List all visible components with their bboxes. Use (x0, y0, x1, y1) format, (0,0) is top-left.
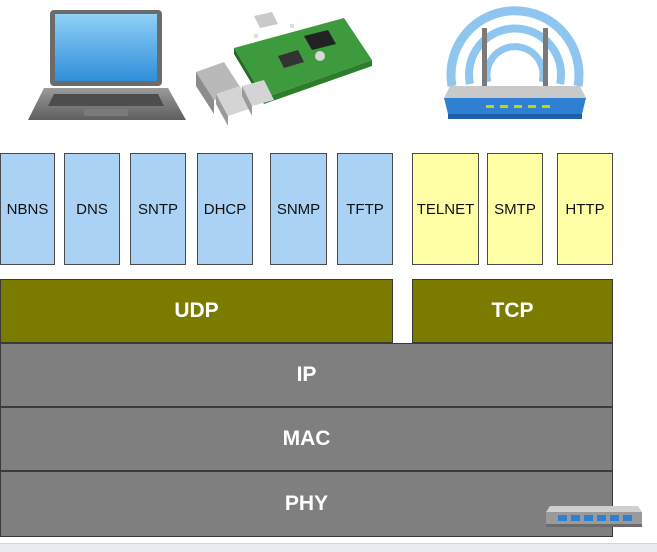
protocol-box-smtp: SMTP (487, 153, 543, 265)
tcp-layer: TCP (412, 279, 613, 343)
layer-label: MAC (282, 427, 331, 450)
wifi-router-icon (444, 6, 586, 119)
ip-layer: IP (0, 343, 613, 407)
protocol-label: SNTP (137, 200, 178, 218)
layer-label: UDP (174, 299, 219, 322)
protocol-box-sntp: SNTP (130, 153, 186, 265)
phy-layer: PHY (0, 471, 613, 537)
raspberry-pi-board-icon (196, 12, 372, 126)
protocol-label: NBNS (6, 200, 49, 218)
protocol-box-dhcp: DHCP (197, 153, 253, 265)
udp-layer: UDP (0, 279, 393, 343)
protocol-box-nbns: NBNS (0, 153, 55, 265)
protocol-label: SMTP (494, 200, 536, 218)
protocol-box-http: HTTP (557, 153, 613, 265)
layer-label: TCP (491, 299, 534, 322)
protocol-label: DNS (76, 200, 108, 218)
layer-label: PHY (284, 492, 329, 515)
protocol-box-dns: DNS (64, 153, 120, 265)
protocol-label: DHCP (203, 200, 247, 218)
protocol-label: TFTP (346, 200, 384, 218)
bottom-strip (0, 543, 657, 552)
layer-label: IP (296, 363, 317, 386)
protocol-label: HTTP (565, 200, 605, 218)
laptop-icon (28, 10, 186, 120)
ethernet-switch-icon (546, 506, 642, 527)
protocol-label: TELNET (416, 200, 475, 218)
protocol-label: SNMP (276, 200, 321, 218)
protocol-box-tftp: TFTP (337, 153, 393, 265)
protocol-box-snmp: SNMP (270, 153, 327, 265)
protocol-box-telnet: TELNET (412, 153, 479, 265)
mac-layer: MAC (0, 407, 613, 471)
